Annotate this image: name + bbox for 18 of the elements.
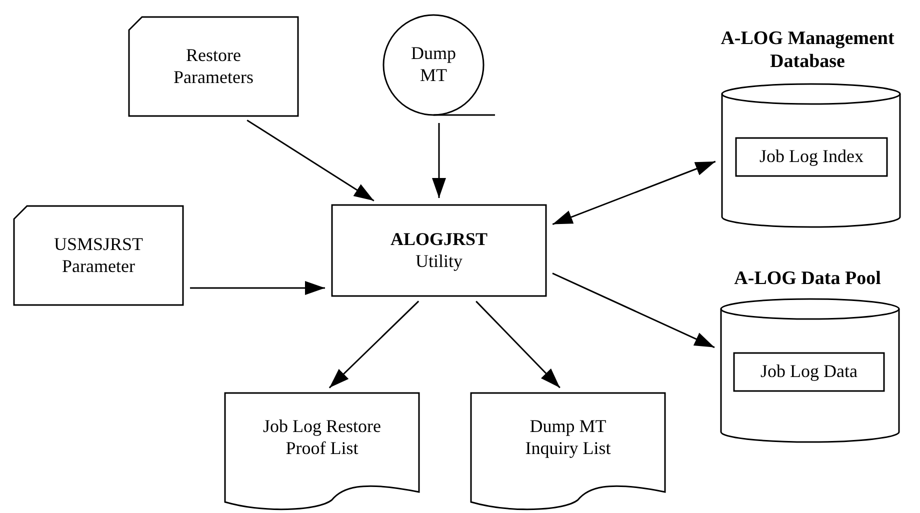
node-label: Dump MT (410, 42, 457, 86)
arrow (552, 160, 716, 225)
heading: A-LOG Data Pool (734, 268, 881, 291)
arrow (476, 300, 560, 388)
arrow (552, 272, 715, 348)
node-label: Dump MT Inquiry List (524, 416, 612, 460)
node-label: Utility (415, 250, 462, 272)
arrow (328, 300, 420, 388)
arrow (432, 123, 446, 198)
process-title: ALOGJRST (390, 228, 488, 250)
node-label: Job Log Restore Proof List (262, 416, 382, 460)
node-label: USMSJRST Parameter (52, 234, 144, 278)
node-label: Restore Parameters (172, 44, 254, 88)
arrow (246, 120, 374, 202)
node-label: Job Log Data (760, 361, 858, 383)
heading: A-LOG Management Database (720, 28, 896, 74)
node-label: Job Log Index (760, 146, 864, 168)
arrow (190, 281, 325, 295)
